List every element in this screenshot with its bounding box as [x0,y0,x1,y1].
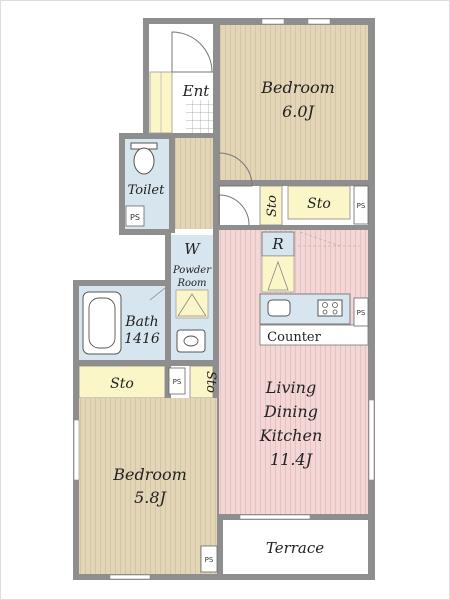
ps-bottom-label: PS [205,556,214,564]
washbasin-icon [176,329,206,353]
sto-mid-label: Sto [203,371,218,393]
sink-icon [267,299,291,317]
sto-top-box [287,185,351,220]
bedroom-bottom-size: 5.8J [134,488,167,507]
ps-kitchen-label: PS [357,309,366,317]
sto-top-small-label: Sto [265,195,280,217]
powder-line1: Powder [172,265,212,276]
ps-toilet-label: PS [130,213,140,222]
powder-line2: Room [176,278,206,289]
refrigerator-label: R [271,235,283,253]
entrance-floor [186,100,213,133]
bedroom-bottom-name: Bedroom [112,465,187,484]
bedroom-top-name: Bedroom [260,78,335,97]
ldk-upper-right-floor [298,230,368,290]
stove-icon [317,299,343,317]
bath-size: 1416 [124,331,160,347]
ps-mid-label: PS [173,378,182,386]
counter-bar [259,324,369,346]
bedroom-bottom-floor [79,398,217,574]
sto-top-label: Sto [307,196,331,212]
ldk-size: 11.4J [270,450,314,469]
toilet-bowl-icon [133,147,155,175]
ps-mid-box [168,367,186,395]
corridor-door-arc-2 [218,194,250,226]
windows [73,18,375,580]
ldk-label: Living Dining Kitchen 11.4J [259,378,323,469]
ldk-line3: Kitchen [259,426,323,445]
corridor-door-arc [218,152,253,187]
ps-kitchen-box [353,297,369,327]
sto-left-label: Sto [110,376,134,392]
terrace-label: Terrace [266,539,324,557]
ldk-line1: Living [265,378,316,397]
washer-label: W [184,240,201,258]
sto-top-small-box [259,185,283,226]
entry-door-arc [171,31,213,73]
toilet-label: Toilet [128,183,165,198]
ps-toilet-box [125,205,145,227]
ps-top-right-label: PS [357,202,366,210]
bath-name: Bath [124,314,158,330]
corridor-floor [175,138,213,229]
counter-label: Counter [267,330,321,345]
bedroom-top-size: 6.0J [282,102,315,121]
bathtub-icon [82,291,122,355]
entrance-label: Ent [182,82,211,100]
bedroom-top-floor [220,25,368,180]
terrace-floor [223,520,368,574]
ps-top-right-box [353,185,369,225]
sto-left-box [78,365,166,399]
ldk-line2: Dining [263,402,318,421]
ps-bottom-box [200,545,218,573]
